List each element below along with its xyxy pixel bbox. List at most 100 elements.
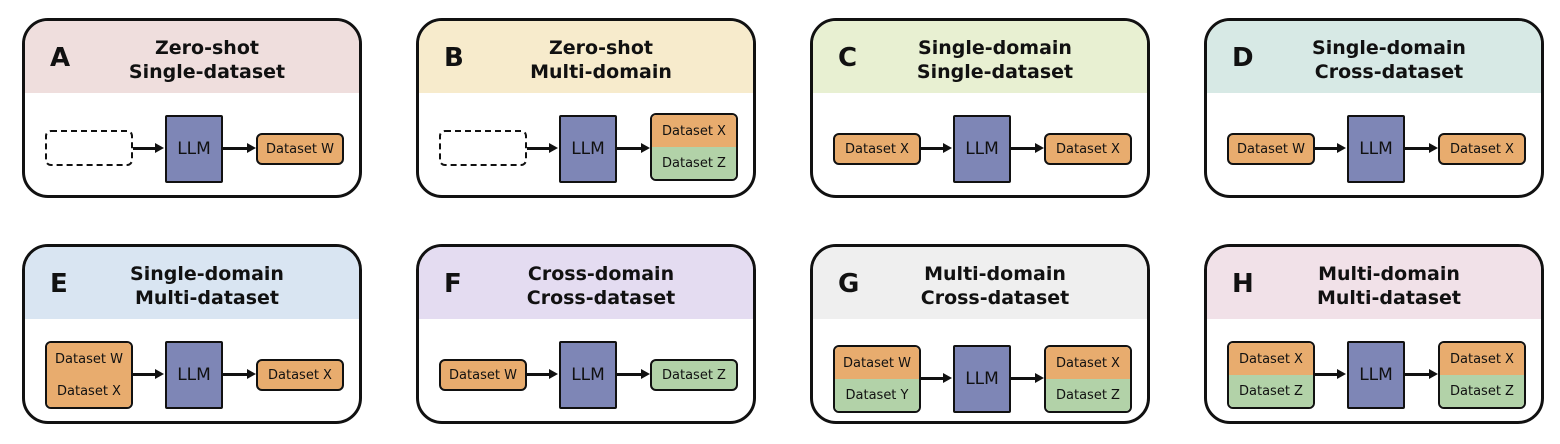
input-dataset-box: Dataset W [1227,133,1315,165]
input-dataset-box: Dataset W [439,359,527,391]
arrow-icon [617,369,650,379]
input-dataset-box: Dataset X [833,133,921,165]
panel-header [419,21,753,93]
output-dataset-box: Dataset Z [652,147,736,179]
llm-box: LLM [559,115,617,183]
output-dataset-box: Dataset X [1438,133,1526,165]
arrow-icon [1315,369,1346,379]
panel-title-line-1: Zero-shot [549,37,653,59]
panel-g: G Multi-domain Cross-dataset Dataset W D… [810,244,1150,424]
panel-letter: H [1232,269,1254,299]
output-dataset-box: Dataset W [256,133,344,165]
panel-a: A Zero-shot Single-dataset LLM Dataset W [22,18,362,198]
output-dataset-stack: Dataset X Dataset Z [1044,345,1132,413]
panel-title-line-2: Cross-dataset [1314,61,1464,83]
panel-title-line-1: Zero-shot [155,37,259,59]
input-dataset-box: Dataset X [47,375,131,407]
llm-box: LLM [953,345,1011,413]
panel-h: H Multi-domain Multi-dataset Dataset X D… [1204,244,1544,424]
arrow-icon [223,369,256,379]
panel-title-line-2: Multi-dataset [1316,287,1462,309]
arrow-icon [1315,143,1346,153]
arrow-icon [1011,143,1044,153]
panel-letter: D [1232,43,1254,73]
input-dataset-box: Dataset W [835,347,919,380]
input-dataset-box: Dataset X [1229,343,1313,376]
arrow-icon [921,143,952,153]
input-dataset-stack: Dataset W Dataset X [45,341,133,409]
panel-title-line-1: Cross-domain [527,263,675,285]
arrow-icon [1405,143,1438,153]
panel-title: Zero-shot Single-dataset [85,36,329,84]
flow-diagram: Dataset W LLM Dataset Z [419,319,753,421]
panel-title-line-1: Single-domain [130,263,284,285]
panel-d: D Single-domain Cross-dataset Dataset W … [1204,18,1544,198]
panel-title-line-2: Multi-domain [530,61,672,83]
input-dataset-stack: Dataset X Dataset Z [1227,341,1315,409]
panel-title-line-2: Single-dataset [916,61,1074,83]
output-dataset-box: Dataset Z [1046,379,1130,411]
arrow-icon [921,373,952,383]
empty-input-box [439,130,527,166]
panel-title: Zero-shot Multi-domain [479,36,723,84]
llm-box: LLM [559,341,617,409]
llm-box: LLM [165,115,223,183]
input-dataset-box: Dataset Z [1229,375,1313,407]
input-dataset-stack: Dataset W Dataset Y [833,345,921,413]
panel-title: Cross-domain Cross-dataset [479,262,723,310]
output-dataset-box: Dataset X [1044,133,1132,165]
output-dataset-box: Dataset X [1046,347,1130,380]
output-dataset-box: Dataset Z [1440,375,1524,407]
llm-box: LLM [953,115,1011,183]
panel-header [25,247,359,319]
flow-diagram: LLM Dataset W [25,93,359,195]
arrow-icon [133,369,164,379]
panel-e: E Single-domain Multi-dataset Dataset W … [22,244,362,424]
panel-b: B Zero-shot Multi-domain LLM Dataset X D… [416,18,756,198]
flow-diagram: Dataset W Dataset X LLM Dataset X [25,319,359,421]
panel-letter: E [50,269,68,299]
panel-title-line-2: Multi-dataset [134,287,280,309]
flow-diagram: Dataset W LLM Dataset X [1207,93,1541,195]
panel-letter: G [838,269,860,299]
arrow-icon [527,143,558,153]
arrow-icon [617,143,650,153]
panel-letter: B [444,43,464,73]
panel-title-line-1: Multi-domain [924,263,1066,285]
arrow-icon [527,369,558,379]
panel-header [1207,21,1541,93]
panel-title: Single-domain Multi-dataset [85,262,329,310]
panel-letter: C [838,43,858,73]
empty-input-box [45,130,133,166]
panel-f: F Cross-domain Cross-dataset Dataset W L… [416,244,756,424]
flow-diagram: Dataset W Dataset Y LLM Dataset X Datase… [813,319,1147,421]
panel-title-line-1: Single-domain [918,37,1072,59]
arrow-icon [1405,369,1438,379]
panel-header [813,247,1147,319]
flow-diagram: Dataset X Dataset Z LLM Dataset X Datase… [1207,319,1541,421]
output-dataset-box: Dataset Z [650,359,738,391]
panel-header [1207,247,1541,319]
panel-title: Multi-domain Multi-dataset [1267,262,1511,310]
output-dataset-box: Dataset X [1440,343,1524,376]
panel-header [419,247,753,319]
output-dataset-box: Dataset X [256,359,344,391]
llm-box: LLM [165,341,223,409]
panel-header [813,21,1147,93]
panel-title-line-1: Multi-domain [1318,263,1460,285]
panel-title-line-2: Cross-dataset [920,287,1070,309]
flow-diagram: LLM Dataset X Dataset Z [419,93,753,195]
llm-box: LLM [1347,115,1405,183]
panel-title: Single-domain Cross-dataset [1267,36,1511,84]
panel-title-line-2: Single-dataset [128,61,286,83]
panel-header [25,21,359,93]
panel-title-line-2: Cross-dataset [526,287,676,309]
panel-title-line-1: Single-domain [1312,37,1466,59]
input-dataset-box: Dataset Y [835,379,919,411]
input-dataset-box: Dataset W [47,343,131,376]
arrow-icon [133,143,164,153]
arrow-icon [1011,373,1044,383]
panel-title: Multi-domain Cross-dataset [873,262,1117,310]
arrow-icon [223,143,256,153]
panel-c: C Single-domain Single-dataset Dataset X… [810,18,1150,198]
